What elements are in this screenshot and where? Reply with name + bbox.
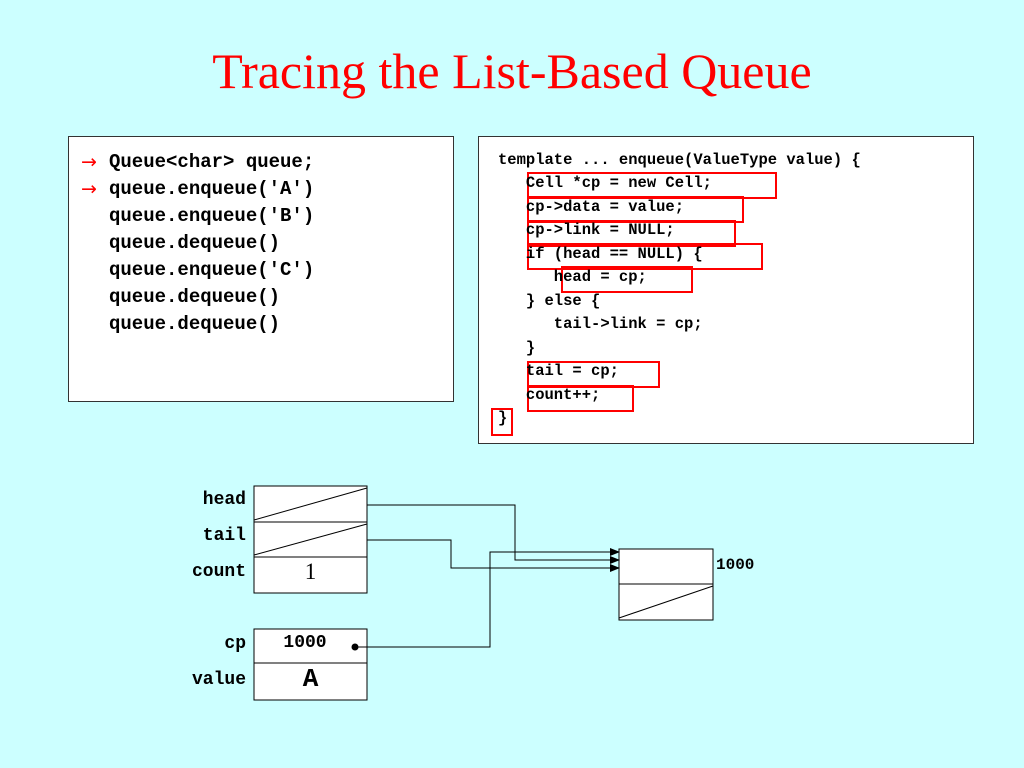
- value-value: A: [302, 664, 319, 694]
- heap-cell: [618, 548, 714, 621]
- highlight-box: [561, 266, 693, 293]
- client-code-panel: → → Queue<char> queue; queue.enqueue('A'…: [68, 136, 454, 402]
- client-code-line: queue.dequeue(): [109, 313, 281, 335]
- cp-pointer-arrow: [355, 548, 620, 648]
- highlight-box: [491, 408, 513, 436]
- cp-value: 1000: [283, 633, 327, 653]
- highlight-box: [527, 361, 660, 388]
- client-code-line: queue.enqueue('A'): [109, 178, 315, 200]
- client-code-line: queue.enqueue('B'): [109, 205, 315, 227]
- enqueue-code-panel: template ... enqueue(ValueType value) { …: [478, 136, 974, 444]
- head-pointer-arrow: [367, 504, 620, 564]
- highlight-box: [527, 243, 763, 270]
- local-vars-box: [253, 628, 368, 701]
- highlight-box: [527, 172, 777, 199]
- cp-label: cp: [224, 634, 246, 654]
- method-code-line: tail->link = cp;: [498, 315, 703, 333]
- highlight-box: [527, 196, 744, 223]
- null-slash: [253, 523, 368, 556]
- client-code-line: queue.dequeue(): [109, 232, 281, 254]
- highlight-box: [527, 220, 736, 247]
- highlight-box: [527, 385, 634, 412]
- tail-pointer-arrow: [367, 539, 620, 572]
- client-code-line: queue.enqueue('C'): [109, 259, 315, 281]
- method-code-line: count++;: [498, 386, 601, 404]
- method-code-line: head = cp;: [498, 268, 647, 286]
- count-value: 1: [304, 559, 317, 584]
- null-slash: [618, 585, 714, 619]
- method-code-line: cp->link = NULL;: [498, 221, 675, 239]
- method-code-line: }: [498, 339, 536, 357]
- method-code-line: tail = cp;: [498, 362, 619, 380]
- current-line-arrow-icon: →: [81, 151, 97, 173]
- count-label: count: [191, 562, 246, 582]
- tail-label: tail: [202, 526, 246, 546]
- cell-address-label: 1000: [716, 556, 755, 574]
- head-label: head: [202, 490, 246, 510]
- value-label: value: [191, 670, 246, 690]
- client-code-line: Queue<char> queue;: [109, 151, 315, 173]
- queue-fields-box: [253, 485, 368, 594]
- client-code-line: queue.dequeue(): [109, 286, 281, 308]
- method-code-line: template ... enqueue(ValueType value) {: [498, 151, 861, 169]
- method-code-line: cp->data = value;: [498, 198, 685, 216]
- method-code-line: Cell *cp = new Cell;: [498, 174, 712, 192]
- method-code-line: }: [498, 409, 508, 427]
- method-code-line: } else {: [498, 292, 601, 310]
- slide-title: Tracing the List-Based Queue: [212, 43, 812, 99]
- null-slash: [253, 487, 368, 521]
- method-code-line: if (head == NULL) {: [498, 245, 703, 263]
- current-line-arrow-icon: →: [81, 178, 97, 200]
